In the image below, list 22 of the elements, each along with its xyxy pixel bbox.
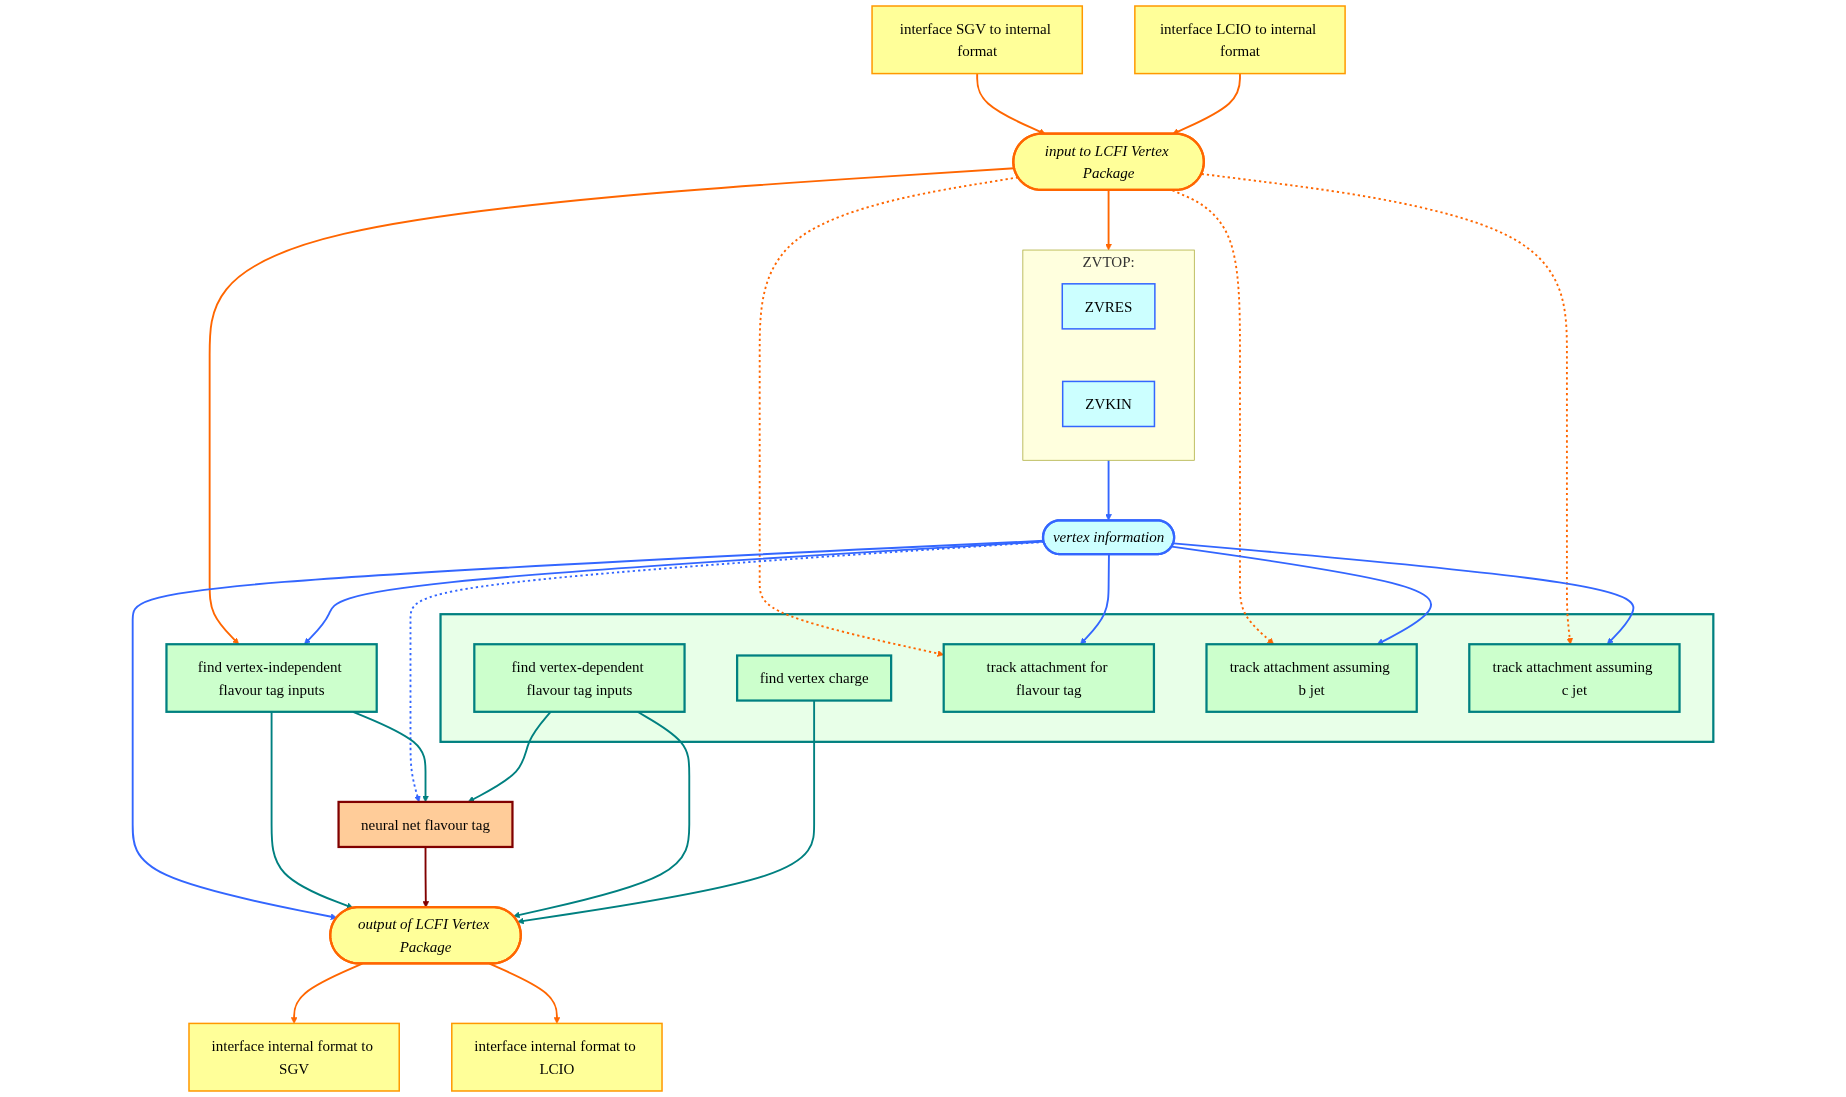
arrow	[1170, 545, 1433, 645]
node-box: find vertex charge	[736, 654, 893, 702]
node-box: interface internal format to LCIO	[451, 1022, 663, 1092]
node-box: neural net flavour tag	[337, 800, 514, 849]
node-box: interface internal format to SGV	[188, 1022, 400, 1092]
arrow	[1172, 542, 1635, 645]
node-box: interface SGV to internal format	[871, 5, 1084, 75]
arrow	[1105, 459, 1112, 521]
node-box: interface LCIO to internal format	[1134, 5, 1346, 75]
node-box: track attachment assuming b jet	[1205, 643, 1418, 713]
node-box: ZVRES	[1061, 283, 1156, 330]
arrow	[1200, 173, 1573, 645]
node-box: track attachment assuming c jet	[1468, 643, 1681, 713]
node-box: find vertex-independent flavour tag inputs	[165, 643, 378, 713]
arrow	[1105, 189, 1112, 251]
arrow	[976, 72, 1046, 135]
node-box: find vertex-dependent flavour tag inputs	[473, 643, 686, 713]
node-box: ZVKIN	[1061, 380, 1156, 428]
arrow	[422, 846, 430, 908]
node-box: track attachment for flavour tag	[942, 643, 1156, 713]
cluster	[439, 613, 1715, 743]
arrow	[1172, 72, 1241, 135]
